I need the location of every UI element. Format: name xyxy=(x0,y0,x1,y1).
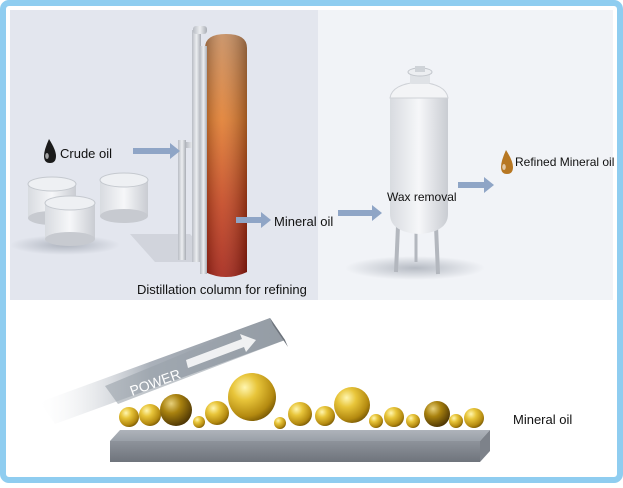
refined-mineral-oil-label: Refined Mineral oil xyxy=(515,155,614,169)
base-plate xyxy=(110,430,490,441)
oil-ball xyxy=(139,404,161,426)
process-arrows xyxy=(133,143,494,228)
arrow-to-refined-oil xyxy=(458,177,494,193)
top-right-panel xyxy=(318,10,613,300)
oil-ball xyxy=(315,406,335,426)
mineral-oil-label: Mineral oil xyxy=(274,214,333,229)
oil-ball xyxy=(160,394,192,426)
distillation-column xyxy=(130,26,247,277)
lubrication-illustration: POWER xyxy=(40,318,490,462)
crude-oil-label: Crude oil xyxy=(60,146,112,161)
oil-ball xyxy=(334,387,370,423)
wax-removal-tank xyxy=(345,66,485,280)
wax-removal-label: Wax removal xyxy=(387,190,457,204)
oil-ball xyxy=(369,414,383,428)
arrow-to-mineral-oil xyxy=(236,212,271,228)
arrow-to-wax-removal xyxy=(338,205,382,221)
oil-ball xyxy=(193,416,205,428)
bottom-mineral-oil-label: Mineral oil xyxy=(513,412,572,427)
arrow-to-column xyxy=(133,143,180,159)
power-arrow-icon xyxy=(186,334,256,368)
oil-ball xyxy=(205,401,229,425)
storage-tank xyxy=(44,195,96,246)
oil-ball xyxy=(449,414,463,428)
oil-ball xyxy=(424,401,450,427)
oil-ball xyxy=(406,414,420,428)
storage-tank xyxy=(99,172,149,223)
oil-ball xyxy=(464,408,484,428)
oil-ball xyxy=(274,417,286,429)
oil-ball xyxy=(119,407,139,427)
distillation-column-label: Distillation column for refining xyxy=(137,282,307,297)
storage-tanks xyxy=(10,172,149,255)
oil-ball xyxy=(384,407,404,427)
oil-ball xyxy=(288,402,312,426)
oil-ball xyxy=(228,373,276,421)
